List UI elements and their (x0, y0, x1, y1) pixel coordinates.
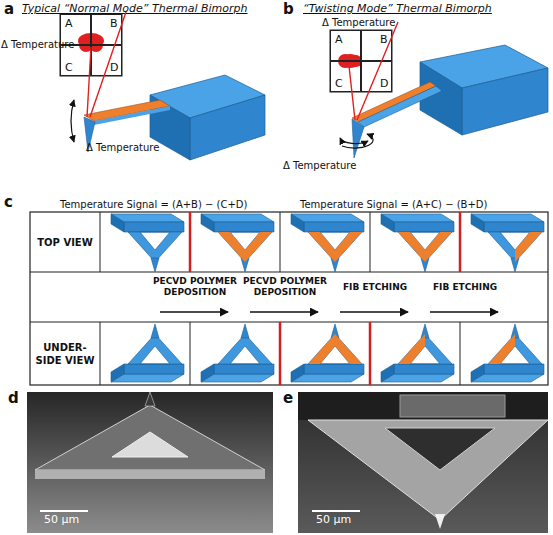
temperature-label: Δ Temperature (86, 142, 159, 154)
quadrant-letter: A (65, 18, 73, 30)
row-header-text: TOP VIEW (37, 236, 92, 249)
detector-quadrant: D (91, 45, 122, 76)
quadrant-letter: B (380, 34, 388, 46)
detector-quadrant: D (361, 61, 392, 92)
panel-title: “Twisting Mode” Thermal Bimorph (303, 3, 492, 15)
detector-quadrant: A (330, 30, 361, 61)
signal-formula: Temperature Signal = (A+B) − (C+D) (60, 199, 247, 211)
quadrant-letter: D (110, 62, 118, 74)
panel-title: Typical “Normal Mode” Thermal Bimorph (22, 3, 248, 15)
row-header: TOP VIEW (30, 212, 100, 272)
quadrant-letter: B (110, 18, 118, 30)
temperature-label: Δ Temperature (1, 39, 74, 51)
panel-letter: c (4, 194, 13, 210)
temperature-label: Δ Temperature (322, 17, 395, 29)
scale-label: 50 μm (44, 514, 79, 526)
detector-quadrant: C (330, 61, 361, 92)
detector-quadrant: B (361, 30, 392, 61)
process-step: PECVD POLYMER DEPOSITION (150, 276, 240, 298)
quadrant-letter: C (335, 78, 343, 90)
scale-label: 50 μm (316, 514, 351, 526)
panel-letter: a (4, 1, 14, 17)
process-step: PECVD POLYMER DEPOSITION (240, 276, 330, 298)
quadrant-letter: A (335, 34, 343, 46)
row-header: UNDER-SIDE VIEW (30, 322, 100, 385)
panel-letter: d (8, 390, 19, 406)
temperature-label: Δ Temperature (283, 160, 356, 172)
panel-letter: e (283, 390, 293, 406)
signal-formula: Temperature Signal = (A+C) − (B+D) (300, 199, 487, 211)
quadrant-letter: C (65, 62, 73, 74)
panel-letter: b (283, 1, 294, 17)
detector-quadrant: B (91, 14, 122, 45)
process-step: FIB ETCHING (330, 282, 420, 293)
process-step: FIB ETCHING (420, 282, 510, 293)
row-header-text: UNDER-SIDE VIEW (32, 341, 98, 367)
quadrant-letter: D (380, 78, 388, 90)
